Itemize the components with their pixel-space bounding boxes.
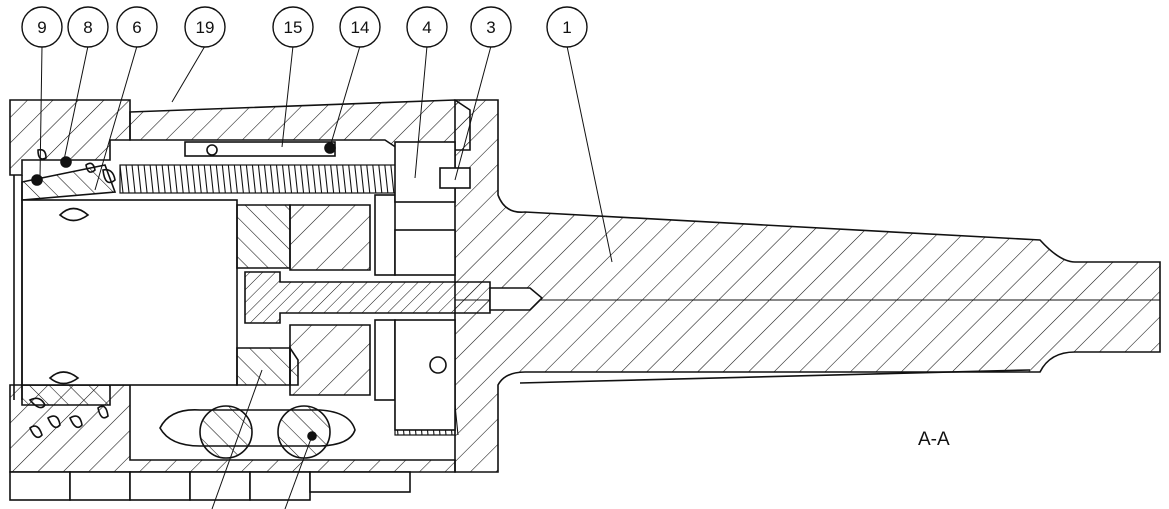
callout-8: 8: [67, 6, 109, 48]
callout-14: 14: [339, 6, 381, 48]
callout-3: 3: [470, 6, 512, 48]
ball-elements: [159, 405, 356, 459]
callout-14-circle: [339, 6, 381, 48]
callout-8-circle: [67, 6, 109, 48]
callout-4: 4: [406, 6, 448, 48]
callout-9-circle: [21, 6, 63, 48]
callout-6-circle: [116, 6, 158, 48]
part-1-arbor-body: [454, 99, 1161, 473]
callout-19: 19: [184, 6, 226, 48]
callout-3-label: 3: [486, 18, 495, 37]
center-screw: [244, 271, 544, 324]
callout-8-label: 8: [83, 18, 92, 37]
callout-9: 9: [21, 6, 63, 48]
callout-6: 6: [116, 6, 158, 48]
callout-1: 1: [546, 6, 588, 48]
callout-14-label: 14: [351, 18, 370, 37]
callout-15-circle: [272, 6, 314, 48]
callout-1-label: 1: [562, 18, 571, 37]
callout-4-circle: [406, 6, 448, 48]
callout-15: 15: [272, 6, 314, 48]
callout-19-circle: [184, 6, 226, 48]
callout-9-label: 9: [37, 18, 46, 37]
jaw-blocks: [236, 204, 299, 386]
callout-6-label: 6: [132, 18, 141, 37]
detail-rings-left: [13, 148, 116, 439]
section-label: A-A: [918, 429, 950, 450]
part-15-guide-bar: [184, 141, 336, 157]
part-6-piston: [21, 164, 238, 406]
callout-19-label: 19: [196, 18, 215, 37]
part-19-housing-sleeve: [9, 99, 471, 501]
part-3-end-cap: [374, 141, 471, 431]
callout-4-label: 4: [422, 18, 431, 37]
leader-lines: [39, 45, 613, 509]
callout-1-circle: [546, 6, 588, 48]
callout-3-circle: [470, 6, 512, 48]
callout-bubbles: 9 8 6 19 15 14 4 3 1: [21, 6, 588, 48]
callout-15-label: 15: [284, 18, 303, 37]
